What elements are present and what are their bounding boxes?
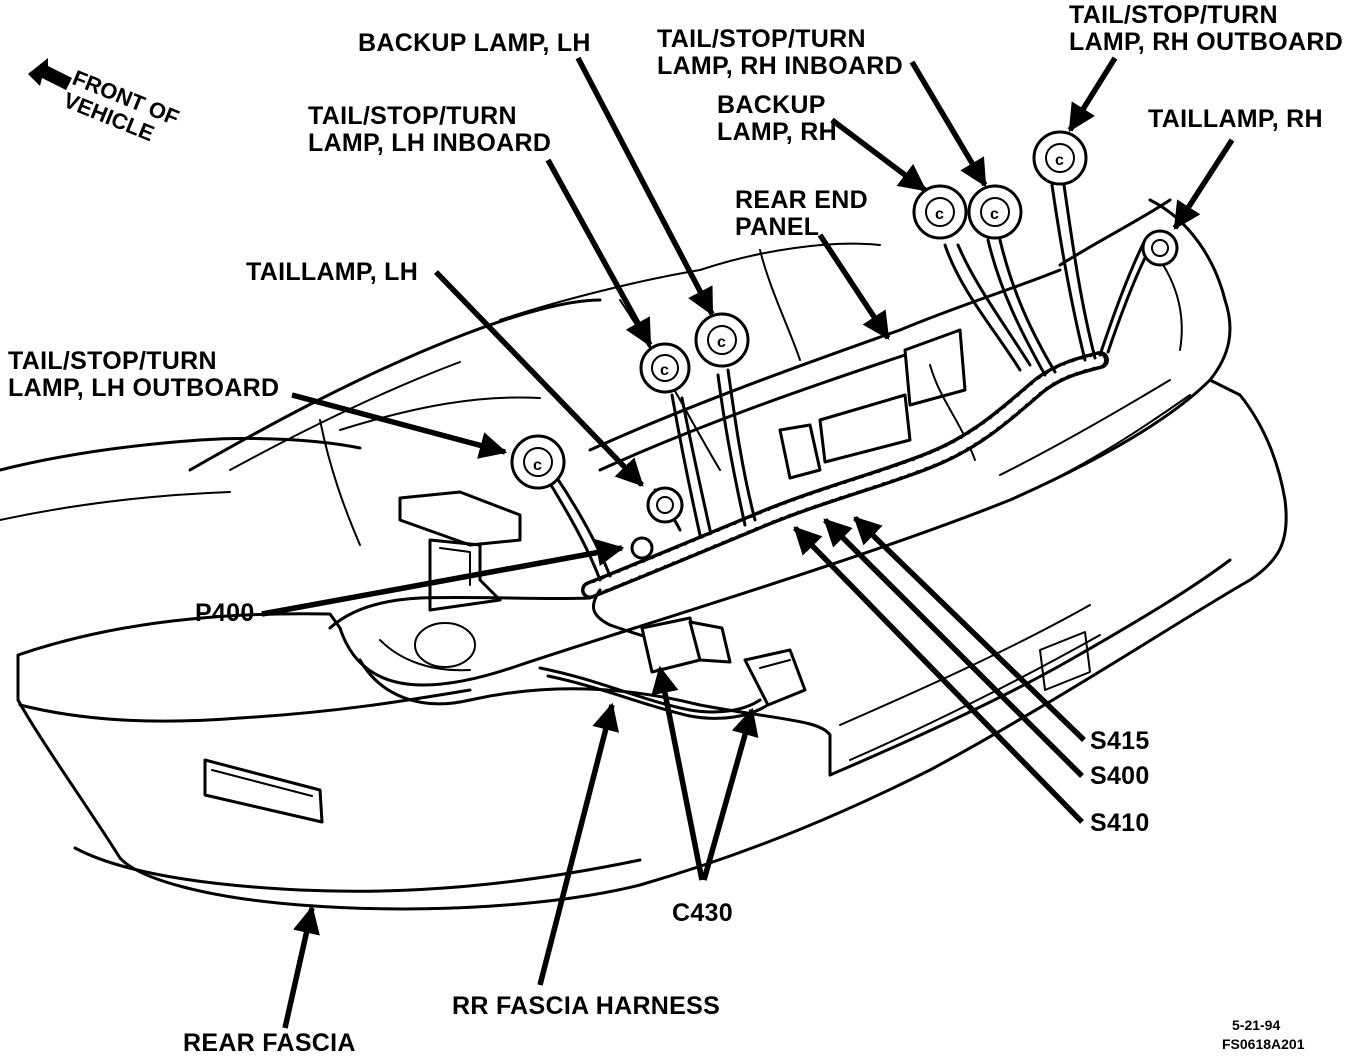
- socket-tail-stop-turn-rh-outboard: c: [1032, 130, 1088, 186]
- leader-s410: [793, 526, 1084, 824]
- svg-text:c: c: [1055, 152, 1064, 169]
- connector-p400: [630, 536, 654, 560]
- leader-tail-stop-turn-lh-inboard: [545, 158, 653, 348]
- label-s415: S415: [1090, 727, 1150, 755]
- socket-backup-lamp-rh: c: [912, 184, 968, 240]
- socket-backup-lamp-lh: c: [694, 312, 750, 368]
- leader-rr-fascia-harness: [537, 702, 620, 986]
- socket-tail-stop-turn-rh-inboard: c: [967, 184, 1023, 240]
- svg-text:c: c: [660, 362, 669, 379]
- label-tail-stop-turn-lh-inboard: TAIL/STOP/TURN LAMP, LH INBOARD: [308, 102, 552, 157]
- label-c430: C430: [672, 899, 733, 927]
- leader-c430-right: [701, 707, 759, 881]
- leader-c430-left: [651, 665, 705, 881]
- label-backup-lamp-lh: BACKUP LAMP, LH: [358, 29, 591, 57]
- label-tail-stop-turn-rh-outboard: TAIL/STOP/TURN LAMP, RH OUTBOARD: [1069, 1, 1344, 56]
- label-rear-end-panel: REAR END PANEL: [735, 186, 868, 241]
- date-stamp: 5-21-94: [1232, 1017, 1281, 1033]
- front-direction-arrow-icon: [28, 58, 72, 90]
- leader-tail-stop-turn-lh-outboard: [291, 392, 508, 459]
- leader-rear-end-panel: [817, 233, 891, 340]
- leader-s415: [853, 516, 1086, 742]
- label-backup-lamp-rh: BACKUP LAMP, RH: [717, 91, 838, 146]
- label-tail-stop-turn-rh-inboard: TAIL/STOP/TURN LAMP, RH INBOARD: [657, 25, 904, 80]
- leader-tail-stop-turn-rh-inboard: [909, 60, 988, 187]
- label-taillamp-lh: TAILLAMP, LH: [246, 258, 419, 286]
- connector-c430: [640, 616, 807, 707]
- leader-taillamp-lh: [434, 270, 644, 487]
- socket-tail-stop-turn-lh-outboard: c: [510, 434, 566, 490]
- svg-text:c: c: [935, 206, 944, 223]
- figure-id: FS0618A201: [1222, 1036, 1305, 1052]
- label-tail-stop-turn-lh-outboard: TAIL/STOP/TURN LAMP, LH OUTBOARD: [8, 347, 280, 402]
- label-s410: S410: [1090, 809, 1150, 837]
- svg-text:c: c: [717, 334, 726, 351]
- leader-arrows: [261, 56, 1235, 1029]
- svg-text:c: c: [533, 457, 542, 474]
- socket-taillamp-lh: [646, 486, 684, 524]
- label-taillamp-rh: TAILLAMP, RH: [1148, 105, 1323, 133]
- leader-taillamp-rh: [1172, 138, 1235, 230]
- lamp-sockets: c c c c c c: [510, 130, 1179, 707]
- label-rr-fascia-harness: RR FASCIA HARNESS: [452, 992, 721, 1020]
- leader-s400: [823, 518, 1084, 778]
- label-rear-fascia: REAR FASCIA: [183, 1029, 356, 1057]
- socket-taillamp-rh: [1141, 229, 1179, 267]
- socket-tail-stop-turn-lh-inboard: c: [639, 342, 691, 394]
- svg-text:c: c: [990, 206, 999, 223]
- wiring-harness: [538, 183, 1154, 720]
- leader-rear-fascia: [282, 905, 320, 1029]
- label-s400: S400: [1090, 762, 1150, 790]
- leader-backup-lamp-rh: [830, 117, 927, 193]
- leader-tail-stop-turn-rh-outboard: [1067, 56, 1118, 132]
- leader-p400: [261, 539, 625, 617]
- leader-backup-lamp-lh: [575, 56, 715, 317]
- label-p400: P400: [195, 599, 255, 627]
